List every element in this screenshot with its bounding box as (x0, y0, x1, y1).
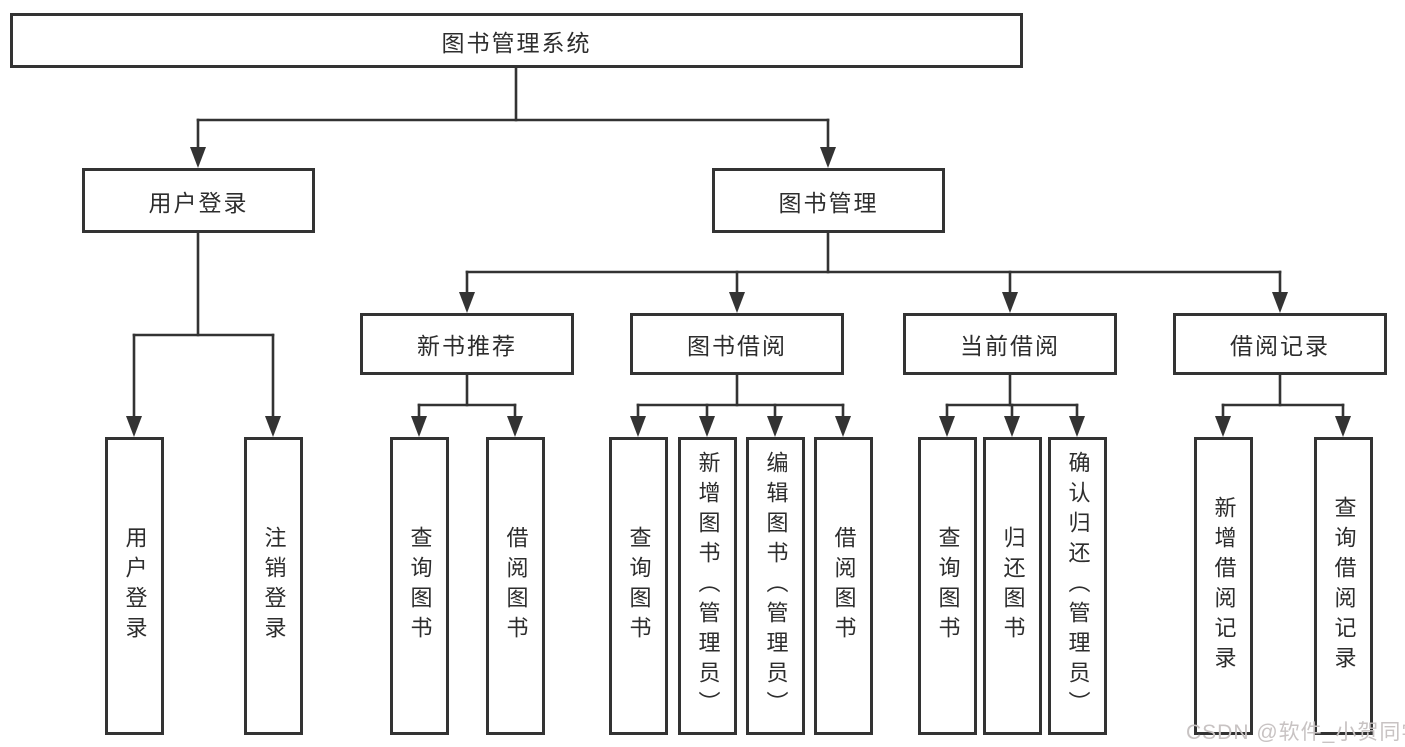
leaf-return-books: 归还图书 (983, 437, 1042, 735)
leaf-user-login: 用户登录 (105, 437, 164, 735)
node-label: 图书借阅 (687, 333, 787, 359)
leaf-query-books: 查询图书 (390, 437, 449, 735)
node-borrow-records: 借阅记录 (1173, 313, 1387, 375)
node-label: 查询图书 (407, 526, 433, 646)
node-label: 查询图书 (626, 526, 652, 646)
leaf-edit-books-admin: 编辑图书（管理员） (746, 437, 805, 735)
node-label: 注销登录 (261, 526, 287, 646)
leaf-confirm-return-admin: 确认归还（管理员） (1048, 437, 1107, 735)
node-book-management: 图书管理 (712, 168, 945, 233)
node-label: 图书管理 (778, 189, 879, 216)
leaf-query-borrow-record: 查询借阅记录 (1314, 437, 1373, 735)
node-new-book-recommend: 新书推荐 (360, 313, 574, 375)
node-book-borrow: 图书借阅 (630, 313, 844, 375)
leaf-add-borrow-record: 新增借阅记录 (1194, 437, 1253, 735)
arrowheads (126, 147, 1351, 437)
node-label: 新书推荐 (417, 333, 517, 359)
node-user-login: 用户登录 (82, 168, 315, 233)
leaf-query-books: 查询图书 (918, 437, 977, 735)
node-label: 新增借阅记录 (1211, 496, 1237, 676)
node-label: 归还图书 (1000, 526, 1026, 646)
node-label: 借阅记录 (1230, 333, 1330, 359)
node-label: 查询借阅记录 (1331, 496, 1357, 676)
node-label: 新增图书（管理员） (695, 451, 721, 721)
node-label: 用户登录 (122, 526, 148, 646)
node-label: 当前借阅 (960, 333, 1060, 359)
node-label: 编辑图书（管理员） (763, 451, 789, 721)
leaf-query-books: 查询图书 (609, 437, 668, 735)
node-library-system: 图书管理系统 (10, 13, 1023, 68)
leaf-add-books-admin: 新增图书（管理员） (678, 437, 737, 735)
leaf-borrow-books: 借阅图书 (486, 437, 545, 735)
node-label: 借阅图书 (831, 526, 857, 646)
node-label: 查询图书 (935, 526, 961, 646)
node-label: 确认归还（管理员） (1065, 451, 1091, 721)
leaf-borrow-books: 借阅图书 (814, 437, 873, 735)
leaf-logout: 注销登录 (244, 437, 303, 735)
node-label: 借阅图书 (503, 526, 529, 646)
node-current-borrow: 当前借阅 (903, 313, 1117, 375)
node-label: 图书管理系统 (441, 29, 592, 56)
node-label: 用户登录 (148, 189, 249, 216)
